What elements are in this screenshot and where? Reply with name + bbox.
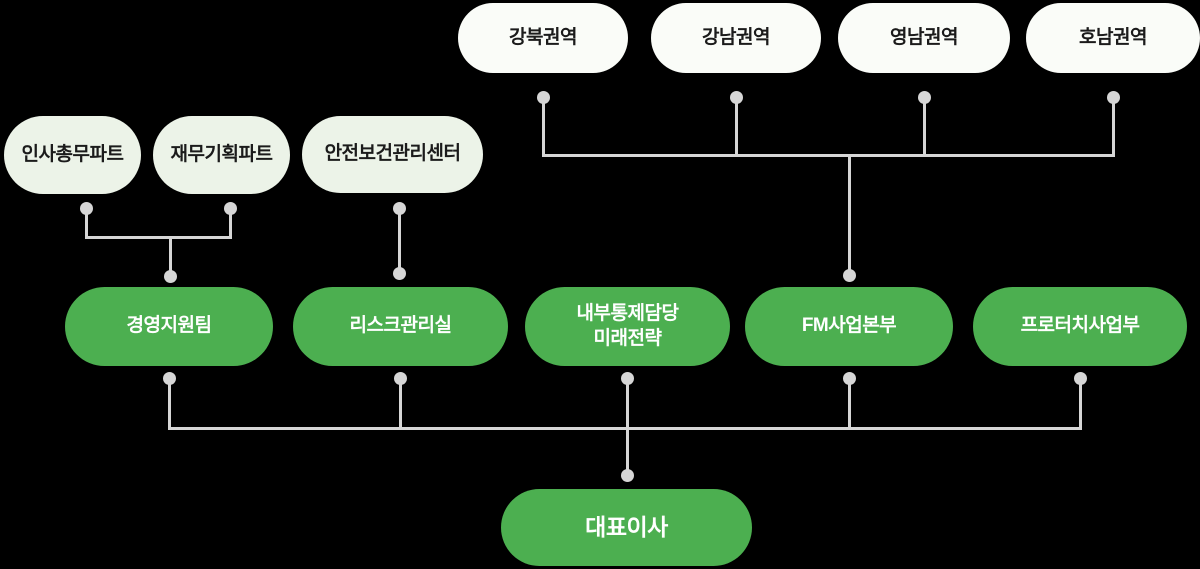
node-label: 영남권역 (890, 26, 958, 48)
node-gangbuk-region: 강북권역 (458, 3, 628, 73)
node-label: 강남권역 (702, 26, 770, 48)
connector-line (84, 208, 88, 238)
connector-line (168, 235, 172, 277)
node-yeongnam-region: 영남권역 (838, 3, 1010, 73)
node-management-support-team: 경영지원팀 (65, 287, 273, 366)
connector-line (1111, 97, 1115, 156)
connector-dot (79, 201, 93, 215)
connector-line (541, 97, 545, 156)
connector-dot (223, 201, 237, 215)
node-label: 경영지원팀 (126, 315, 212, 337)
connector-dot (163, 269, 177, 283)
node-label: FM사업본부 (801, 315, 897, 337)
connector-dot (620, 371, 634, 385)
connector-dot (392, 201, 406, 215)
connector-line (397, 208, 401, 273)
connector-line (1078, 378, 1082, 428)
connector-dot (1106, 90, 1120, 104)
node-label-line1: 내부통제담당 (576, 302, 679, 324)
connector-line (847, 153, 851, 276)
connector-dot (917, 90, 931, 104)
node-hr-general-affairs-part: 인사총무파트 (4, 116, 141, 194)
connector-dot (1073, 371, 1087, 385)
node-label: 강북권역 (509, 26, 577, 48)
node-label: 대표이사 (585, 513, 668, 540)
node-label: 프로터치사업부 (1020, 315, 1140, 337)
node-honam-region: 호남권역 (1026, 3, 1200, 73)
connector-line (167, 378, 171, 428)
node-safety-health-center: 안전보건관리센터 (302, 116, 483, 193)
node-label: 리스크관리실 (349, 315, 452, 337)
connector-dot (162, 371, 176, 385)
node-fm-business-division: FM사업본부 (745, 287, 953, 366)
connector-dot (620, 468, 634, 482)
connector-dot (392, 266, 406, 280)
node-label: 안전보건관리센터 (324, 143, 461, 165)
node-label-line2: 미래전략 (593, 327, 662, 349)
node-gangnam-region: 강남권역 (651, 3, 821, 73)
connector-line (734, 97, 738, 156)
node-label: 호남권역 (1079, 26, 1147, 48)
connector-dot (842, 268, 856, 282)
connector-dot (729, 90, 743, 104)
connector-dot (842, 371, 856, 385)
node-finance-planning-part: 재무기획파트 (153, 116, 290, 194)
connector-line (398, 378, 402, 428)
node-protouch-business-division: 프로터치사업부 (973, 287, 1187, 366)
connector-line (228, 208, 232, 238)
connector-line (922, 97, 926, 156)
node-internal-control-future-strategy: 내부통제담당 미래전략 (525, 287, 730, 366)
connector-dot (393, 371, 407, 385)
node-risk-management-office: 리스크관리실 (293, 287, 508, 366)
connector-line (84, 235, 232, 239)
connector-line (167, 426, 1082, 430)
node-ceo: 대표이사 (501, 489, 752, 566)
connector-line (541, 153, 1115, 157)
node-label: 재무기획파트 (170, 143, 273, 165)
connector-line (847, 378, 851, 428)
node-label: 인사총무파트 (21, 143, 124, 165)
connector-dot (536, 90, 550, 104)
